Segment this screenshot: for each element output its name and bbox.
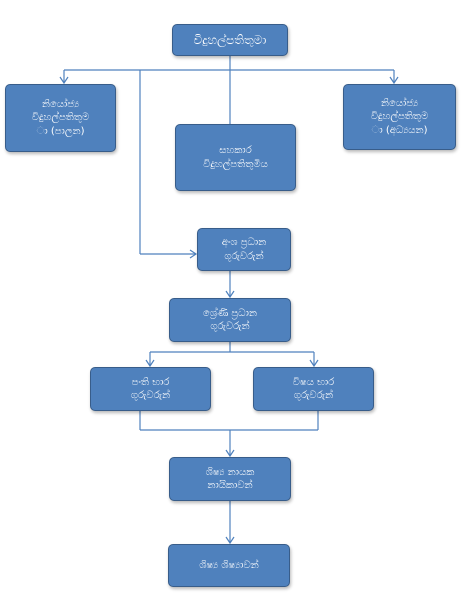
deputy-principal-admin-label: නියෝජ්‍ය විදුහල්පතිතුම ා (පාලන) <box>31 98 90 137</box>
subject-teachers-label: විෂය භාර ගුරුවරුන් <box>292 376 335 402</box>
students-label: ශිෂ්‍ය ශිෂ්‍යාවන් <box>199 559 259 571</box>
prefects-box: ශිෂ්‍ය නායක නායිකාවන් <box>169 457 291 501</box>
arrowhead <box>389 76 399 85</box>
arrowhead <box>225 536 235 545</box>
deputy-principal-academic-label: නියෝජ්‍ය විදුහල්පතිතුම ා (අධ්‍යයන) <box>370 97 429 136</box>
deputy-principal-academic-box: නියෝජ්‍ය විදුහල්පතිතුම ා (අධ්‍යයන) <box>343 84 456 150</box>
arrowhead <box>145 359 155 368</box>
class-teachers-label: පංති භාර ගුරුවරුන් <box>130 376 171 402</box>
principal-box: විදුහල්පතිතුමා <box>172 24 288 56</box>
arrowhead <box>189 249 198 259</box>
arrowhead <box>59 76 69 85</box>
arrowhead <box>225 290 235 299</box>
deputy-principal-admin-box: නියෝජ්‍ය විදුහල්පතිතුම ා (පාලන) <box>5 84 116 152</box>
arrowhead <box>309 359 319 368</box>
assistant-principal-label: සහකාර විදුහල්පතිතුමිය <box>203 145 268 170</box>
arrowhead <box>225 449 235 458</box>
prefects-label: ශිෂ්‍ය නායක නායිකාවන් <box>205 466 255 492</box>
principal-label: විදුහල්පතිතුමා <box>193 32 267 47</box>
sectional-heads-box: අංශ ප්‍රධාන ගුරුවරුන් <box>197 228 291 271</box>
class-teachers-box: පංති භාර ගුරුවරුන් <box>90 367 211 411</box>
subject-teachers-box: විෂය භාර ගුරුවරුන් <box>253 367 374 411</box>
students-box: ශිෂ්‍ය ශිෂ්‍යාවන් <box>168 544 290 587</box>
grade-heads-box: ශ්‍රේණි ප්‍රධාන ගුරුවරුන් <box>169 298 291 342</box>
sectional-heads-label: අංශ ප්‍රධාන ගුරුවරුන් <box>221 237 267 262</box>
grade-heads-label: ශ්‍රේණි ප්‍රධාන ගුරුවරුන් <box>203 307 257 333</box>
assistant-principal-box: සහකාර විදුහල්පතිතුමිය <box>175 124 296 191</box>
